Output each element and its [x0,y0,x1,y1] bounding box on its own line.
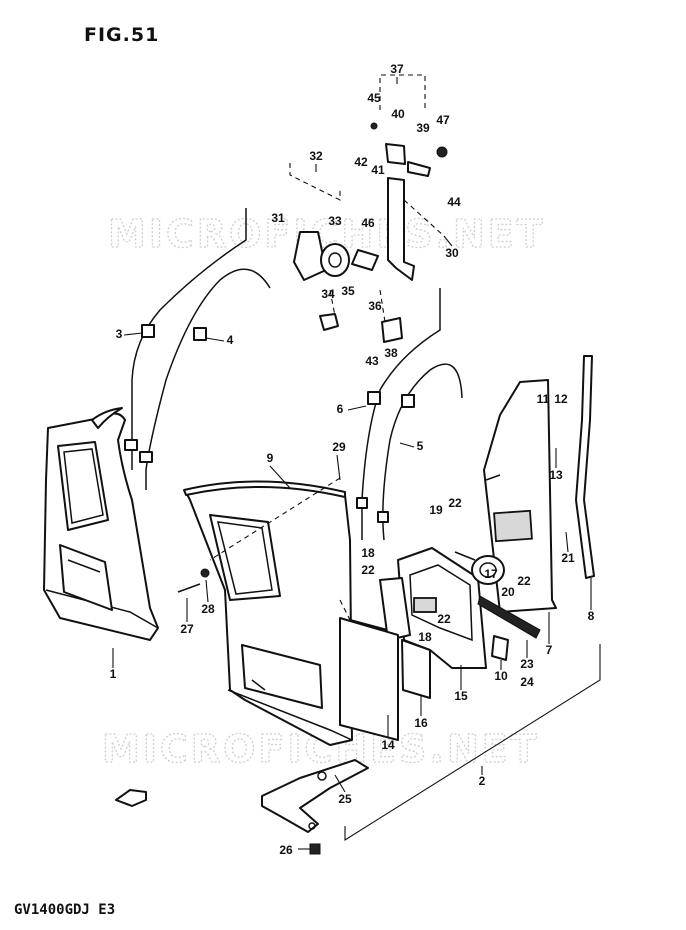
part-25-mount-bracket [261,759,369,833]
callout-6: 6 [337,402,344,416]
callout-37: 37 [390,62,404,76]
callout-35: 35 [341,284,355,298]
callout-28: 28 [201,602,215,616]
parts-5-6-cables [356,288,463,541]
callout-20: 20 [501,585,515,599]
group-line-part-2 [344,644,601,841]
part-7-inner-panel [483,379,557,613]
callout-1: 1 [110,667,117,681]
parts-3-4-cables [124,208,271,490]
part-9-trim-strip [183,480,346,498]
callout-43: 43 [365,354,379,368]
alignment-lines [209,74,445,621]
callout-47: 47 [436,113,450,127]
callout-18: 18 [361,546,375,560]
callout-33: 33 [328,214,342,228]
part-1-left-cover [43,407,159,641]
part-37-bracket-assembly [370,122,448,281]
callout-46: 46 [361,216,375,230]
callout-18: 18 [418,630,432,644]
part-14-bracket [339,617,399,741]
callout-16: 16 [414,716,428,730]
part-26-bolt [309,843,321,855]
part-33-latch-assembly [293,231,379,281]
figure-title: FIG.51 [84,24,160,46]
callout-42: 42 [354,155,368,169]
callout-41: 41 [371,163,385,177]
part-16-plate [401,639,431,699]
part-28-washer [200,568,210,578]
callout-27: 27 [180,622,194,636]
callout-11: 11 [537,392,550,406]
callout-22: 22 [448,496,462,510]
callout-32: 32 [309,149,323,163]
callout-7: 7 [546,643,553,657]
callout-30: 30 [445,246,459,260]
callout-12: 12 [554,392,568,406]
model-code-footer: GV1400GDJ E3 [14,902,116,918]
callout-34: 34 [321,287,335,301]
part-20-pulley [454,551,505,585]
part-34-nut [319,313,339,331]
callout-29: 29 [332,440,346,454]
callout-8: 8 [588,609,595,623]
callout-19: 19 [429,503,443,517]
part-23-strip [477,595,541,639]
callout-31: 31 [271,211,285,225]
callout-40: 40 [391,107,405,121]
callout-15: 15 [454,689,468,703]
callout-36: 36 [368,299,382,313]
callout-25: 25 [338,792,352,806]
callout-26: 26 [279,843,293,857]
part-2-right-cover-panel [185,483,399,746]
front-arrow-icon [115,789,147,807]
callout-4: 4 [227,333,234,347]
callout-22: 22 [517,574,531,588]
callout-3: 3 [116,327,123,341]
callout-45: 45 [367,91,381,105]
callout-2: 2 [479,774,486,788]
callout-5: 5 [417,439,424,453]
callout-39: 39 [416,121,430,135]
callout-24: 24 [520,675,534,689]
callout-10: 10 [494,669,508,683]
callout-38: 38 [384,346,398,360]
callout-22: 22 [437,612,451,626]
callout-44: 44 [447,195,461,209]
callout-leaders [112,77,592,850]
part-27-screw [177,583,201,593]
callout-17: 17 [484,567,498,581]
part-10-clip [491,635,509,661]
callout-13: 13 [549,468,563,482]
part-8-rod [575,355,595,579]
callout-14: 14 [381,738,395,752]
part-38-clip [381,317,403,343]
callout-22: 22 [361,563,375,577]
callout-23: 23 [520,657,534,671]
callout-21: 21 [561,551,575,565]
callout-9: 9 [267,451,274,465]
